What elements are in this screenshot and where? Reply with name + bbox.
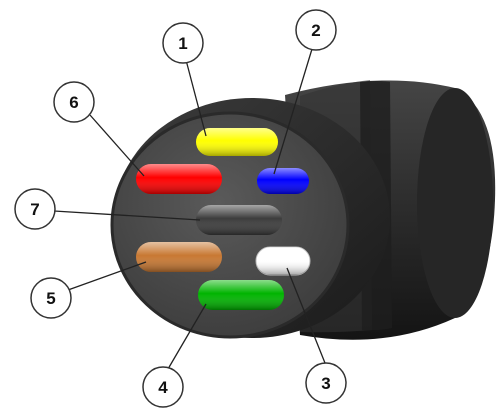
pin-1	[196, 128, 278, 156]
callout-5-label: 5	[46, 289, 55, 308]
callout-1: 1	[162, 22, 204, 64]
leader-line-7	[53, 210, 201, 221]
callout-4-label: 4	[158, 378, 168, 397]
leader-line-6	[89, 114, 145, 177]
leader-lines	[53, 48, 326, 370]
callout-3: 3	[305, 362, 347, 404]
callout-6-label: 6	[69, 93, 78, 112]
callout-2: 2	[295, 9, 337, 51]
callout-2-label: 2	[311, 21, 320, 40]
pin-3	[255, 246, 311, 276]
pin-4	[198, 280, 284, 310]
leader-line-2	[273, 48, 313, 175]
pin-6	[136, 164, 222, 194]
callout-7: 7	[14, 188, 56, 230]
leader-line-4	[167, 303, 207, 370]
callout-4: 4	[142, 366, 184, 408]
callout-1-label: 1	[178, 34, 187, 53]
callout-3-label: 3	[321, 374, 330, 393]
leader-line-1	[185, 59, 207, 137]
callout-5: 5	[30, 277, 72, 319]
callout-6: 6	[53, 81, 95, 123]
pin-7	[196, 205, 282, 235]
pin-5	[136, 242, 222, 272]
leader-line-3	[286, 267, 326, 364]
callout-7-label: 7	[30, 200, 39, 219]
pin-2	[257, 168, 309, 194]
leader-line-5	[67, 261, 147, 291]
